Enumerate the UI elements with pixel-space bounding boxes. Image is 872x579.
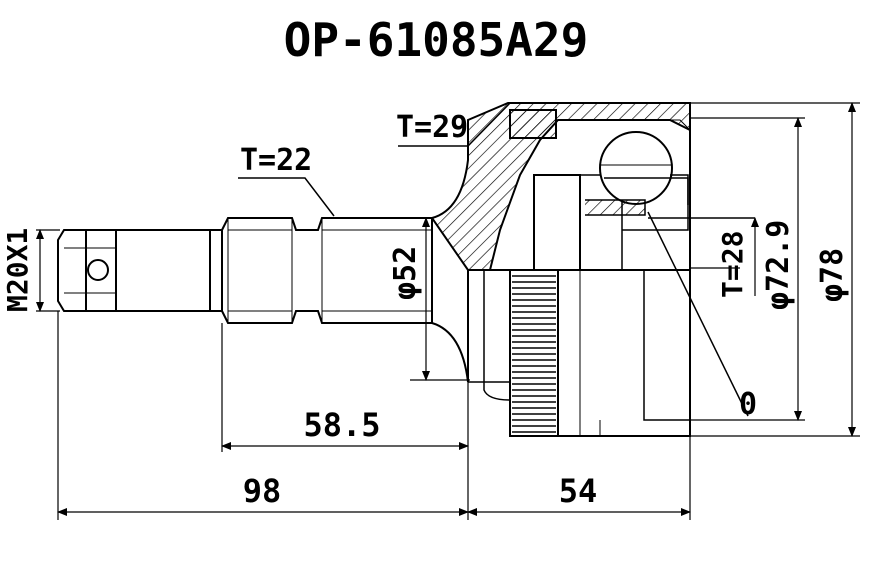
abs-ring [509,269,559,437]
label-teeth-shaft: T=22 [240,143,312,178]
label-teeth-outer: T=29 [396,110,468,145]
leaders [238,102,755,417]
label-dia-inner: φ72.9 [761,220,796,310]
label-teeth-inner: T=28 [716,231,749,298]
inner-race [533,103,691,436]
abs-ring-teeth [512,275,556,433]
label-thread: M20X1 [1,228,34,312]
label-len-body: 54 [559,472,598,510]
dimensions [36,102,860,520]
label-abs-ring: 0 [739,387,757,422]
label-dia-outer: φ78 [815,248,850,302]
ball [599,131,673,205]
label-dia-shaft: φ52 [388,246,423,300]
shaft [57,217,433,324]
cotter-hole [87,259,109,281]
part-number-title: OP-61085A29 [284,13,589,67]
label-len-spline: 58.5 [303,406,380,444]
label-len-shaft: 98 [243,472,282,510]
